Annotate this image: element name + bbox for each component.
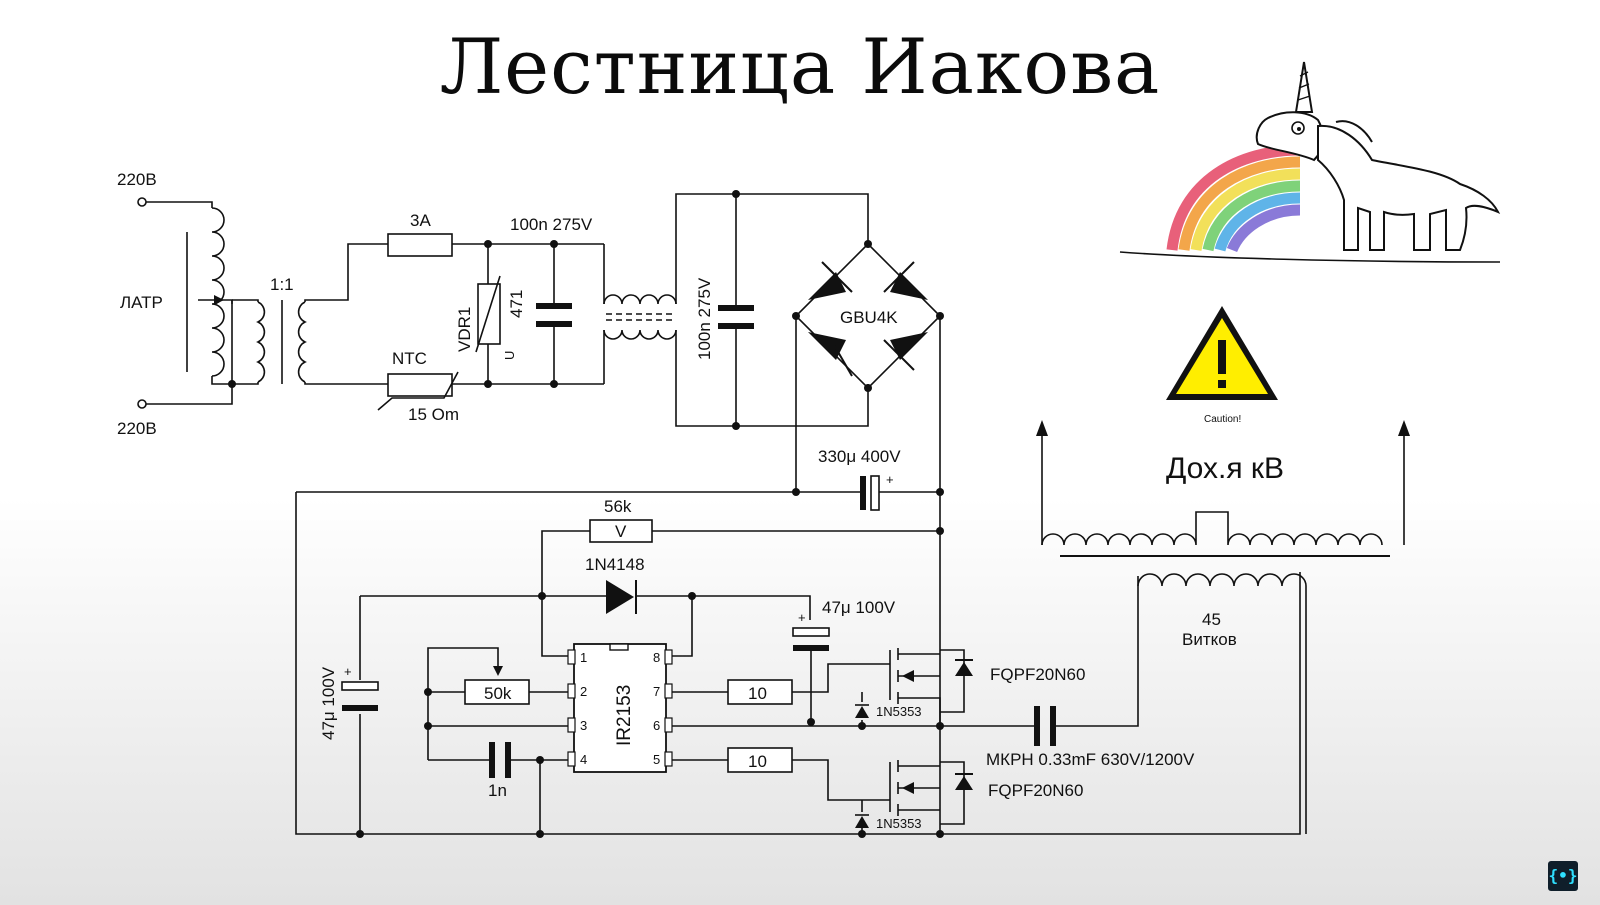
label-resonant-cap: МКРН 0.33mF 630V/1200V <box>986 750 1195 769</box>
pin-3: 3 <box>580 718 587 733</box>
secondary-winding <box>1041 511 1383 546</box>
rainbow-band <box>1202 180 1301 252</box>
ic-pins-left <box>567 649 576 767</box>
hv-arrow-right <box>1398 420 1410 436</box>
rectifier: 100n 275V GBU4K <box>695 190 944 834</box>
fuse <box>387 233 453 257</box>
ntc-thermistor <box>387 373 453 397</box>
label-varistor-code: 471 <box>507 290 526 318</box>
bridge-diode-2 <box>883 261 928 300</box>
label-r56k: 56k <box>604 497 632 516</box>
input-terminal-top <box>137 197 147 207</box>
input-section: 220В 220В ЛАТР 1:1 <box>117 170 388 438</box>
label-ratio: 1:1 <box>270 275 294 294</box>
label-caution: Caution! <box>1204 414 1241 425</box>
supply-resistor: 56k V 1N4148 + 47μ 100V + 47μ 100V <box>319 497 944 838</box>
rainbow-band <box>1226 204 1301 253</box>
warning-icon <box>1218 340 1226 374</box>
label-fuse: 3А <box>410 211 431 230</box>
mosfet-bottom: FQPF20N60 1N5353 <box>855 760 1083 838</box>
label-plus-vcc: + <box>344 664 352 679</box>
pin-8: 8 <box>653 650 660 665</box>
primary-winding <box>1137 573 1307 587</box>
input-terminal-bottom <box>137 399 147 409</box>
label-ntc-value: 15 Om <box>408 405 459 424</box>
rainbow-band <box>1178 156 1301 251</box>
bulk-cap-positive-plate <box>870 475 880 511</box>
channel-logo-icon: {•} <box>1548 861 1578 891</box>
pin-5: 5 <box>653 752 660 767</box>
label-vcc-cap: 47μ 100V <box>319 666 338 740</box>
label-hv: Дох.я кВ <box>1166 452 1284 485</box>
iso-secondary <box>297 301 307 383</box>
label-plus-bulk: + <box>886 472 894 487</box>
label-mosfet-top: FQPF20N60 <box>990 665 1085 684</box>
pin-7: 7 <box>653 684 660 699</box>
dc-bus: 330μ 400V + <box>295 447 1301 835</box>
bridge-diode-1 <box>808 261 853 300</box>
mosfet-top: FQPF20N60 1N5353 <box>855 648 1085 730</box>
gate-resistor-bottom <box>727 747 793 773</box>
label-mosfet-bottom: FQPF20N60 <box>988 781 1083 800</box>
label-zener-bottom: 1N5353 <box>876 816 922 831</box>
label-ic: IR2153 <box>614 685 635 746</box>
label-plus-boot: + <box>798 610 806 625</box>
common-mode-choke <box>603 193 869 427</box>
label-cap-x2: 100n 275V <box>695 277 714 360</box>
rainbow-band <box>1166 144 1301 251</box>
resonant-tank: МКРН 0.33mF 630V/1200V 45 Витков Дох.я к… <box>940 420 1410 834</box>
hv-arrow-left <box>1036 420 1048 436</box>
diode-1n4148 <box>606 580 634 614</box>
page-title: Лестница Иакова <box>439 22 1161 111</box>
label-bridge: GBU4K <box>840 308 898 327</box>
rainbow-band <box>1214 192 1301 252</box>
input-filter: 3А 100n 275V NTC 15 Om VDR1 471 U <box>377 211 604 424</box>
unicorn-illustration <box>1119 61 1501 263</box>
label-zener-top: 1N5353 <box>876 704 922 719</box>
warning-sign: Caution! <box>1166 306 1278 425</box>
ic-pins-right <box>664 649 673 767</box>
gate-resistor-top <box>727 679 793 705</box>
rainbow-band <box>1190 168 1301 252</box>
label-input-bottom: 220В <box>117 419 157 438</box>
label-trimmer: 50k <box>484 684 512 703</box>
pin-4: 4 <box>580 752 587 767</box>
bridge-diode-3 <box>808 332 853 377</box>
pin-6: 6 <box>653 718 660 733</box>
label-r56k-mark: V <box>615 522 627 541</box>
label-bulk-cap: 330μ 400V <box>818 447 901 466</box>
latr-winding <box>211 207 225 377</box>
iso-primary <box>256 301 266 383</box>
label-turns-unit: Витков <box>1182 630 1237 649</box>
label-cap-x1: 100n 275V <box>510 215 593 234</box>
label-ntc: NTC <box>392 349 427 368</box>
label-latr: ЛАТР <box>120 293 163 312</box>
label-r-lo: 10 <box>748 752 767 771</box>
label-r-ho: 10 <box>748 684 767 703</box>
label-boot-cap: 47μ 100V <box>822 598 896 617</box>
label-diode: 1N4148 <box>585 555 645 574</box>
label-varistor-u: U <box>502 351 517 360</box>
label-input-top: 220В <box>117 170 157 189</box>
driver-ic: IR2153 1 2 3 4 5 6 7 8 50k <box>424 643 940 838</box>
pin-2: 2 <box>580 684 587 699</box>
label-varistor: VDR1 <box>455 307 474 352</box>
label-turns: 45 <box>1202 610 1221 629</box>
trimmer-50k <box>464 679 530 705</box>
ic-ir2153 <box>573 643 667 773</box>
label-ct: 1n <box>488 781 507 800</box>
pin-1: 1 <box>580 650 587 665</box>
bridge-diode-4 <box>883 332 928 371</box>
